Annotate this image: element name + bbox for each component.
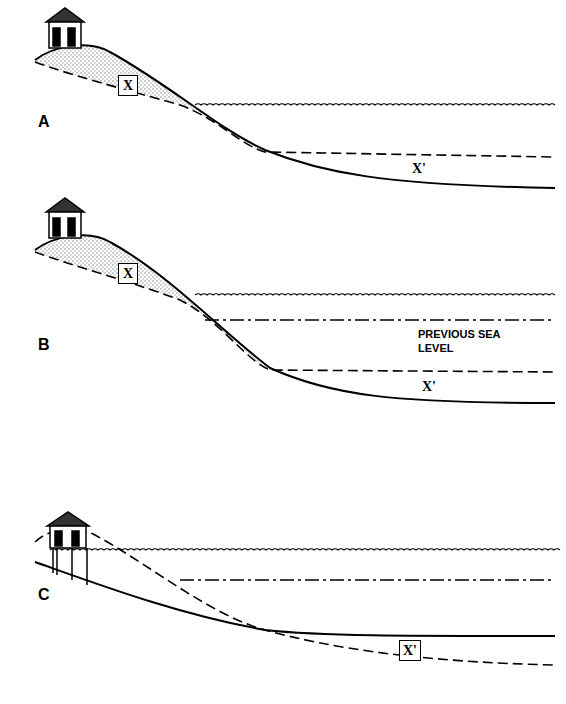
house <box>46 198 84 238</box>
panel-letter: B <box>38 335 50 355</box>
water-surface <box>50 549 560 550</box>
offshore-marker: X' <box>422 378 436 396</box>
panel-a <box>35 8 555 188</box>
boxed-label: X <box>118 75 138 96</box>
previous-sea-level <box>205 319 555 321</box>
profile-dashed <box>35 62 555 157</box>
box-text: X' <box>403 643 417 658</box>
previous-sea-level <box>180 579 555 581</box>
sand-wedge <box>35 235 268 368</box>
profile-solid <box>35 562 555 636</box>
panel-c <box>35 512 555 665</box>
sand-wedge <box>35 45 262 150</box>
box-text: X <box>123 78 133 93</box>
panel-letter: C <box>38 585 50 605</box>
sea-level-note: PREVIOUS SEA LEVEL <box>418 328 518 356</box>
panel-letter: A <box>38 112 50 132</box>
offshore-marker: X' <box>412 160 426 178</box>
box-text: X <box>123 266 133 281</box>
house <box>46 8 84 48</box>
profile-solid <box>35 45 555 188</box>
boxed-label: X <box>118 263 138 284</box>
boxed-label: X' <box>399 640 421 661</box>
water-surface <box>195 294 555 295</box>
water-surface <box>195 104 555 105</box>
panel-b <box>35 198 555 403</box>
profile-dashed <box>35 252 555 372</box>
profile-solid <box>35 235 555 403</box>
